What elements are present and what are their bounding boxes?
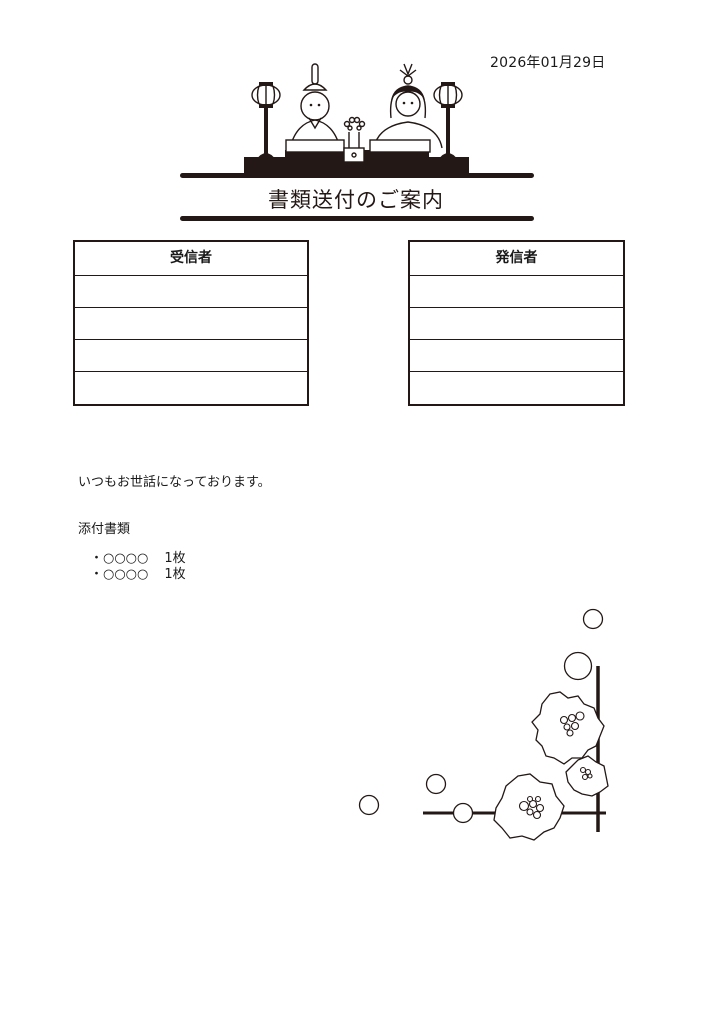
document-date: 2026年01月29日 bbox=[490, 55, 606, 71]
attachment-qty: 1枚 bbox=[164, 551, 186, 566]
attachments-list: ・○○○○ 1枚 ・○○○○ 1枚 bbox=[90, 551, 186, 583]
sender-row-3[interactable] bbox=[410, 340, 623, 372]
recipient-row-3[interactable] bbox=[75, 340, 307, 372]
attachments-label: 添付書類 bbox=[78, 522, 131, 537]
recipient-row-1[interactable] bbox=[75, 276, 307, 308]
greeting-text: いつもお世話になっております。 bbox=[78, 475, 271, 490]
attachment-item: ・○○○○ 1枚 bbox=[90, 551, 186, 567]
page-title: 書類送付のご案内 bbox=[268, 188, 444, 212]
sender-table: 発信者 bbox=[408, 240, 625, 406]
attachment-name: ・○○○○ bbox=[90, 567, 149, 582]
plum-blossom-icon bbox=[358, 608, 609, 841]
recipient-header: 受信者 bbox=[75, 242, 307, 276]
sender-header: 発信者 bbox=[410, 242, 623, 276]
recipient-table: 受信者 bbox=[73, 240, 309, 406]
sender-row-1[interactable] bbox=[410, 276, 623, 308]
attachment-qty: 1枚 bbox=[164, 567, 186, 582]
attachment-name: ・○○○○ bbox=[90, 551, 149, 566]
sender-row-2[interactable] bbox=[410, 308, 623, 340]
recipient-row-4[interactable] bbox=[75, 372, 307, 404]
attachment-item: ・○○○○ 1枚 bbox=[90, 567, 186, 583]
hina-dolls-icon bbox=[180, 63, 534, 221]
sender-row-4[interactable] bbox=[410, 372, 623, 404]
recipient-row-2[interactable] bbox=[75, 308, 307, 340]
